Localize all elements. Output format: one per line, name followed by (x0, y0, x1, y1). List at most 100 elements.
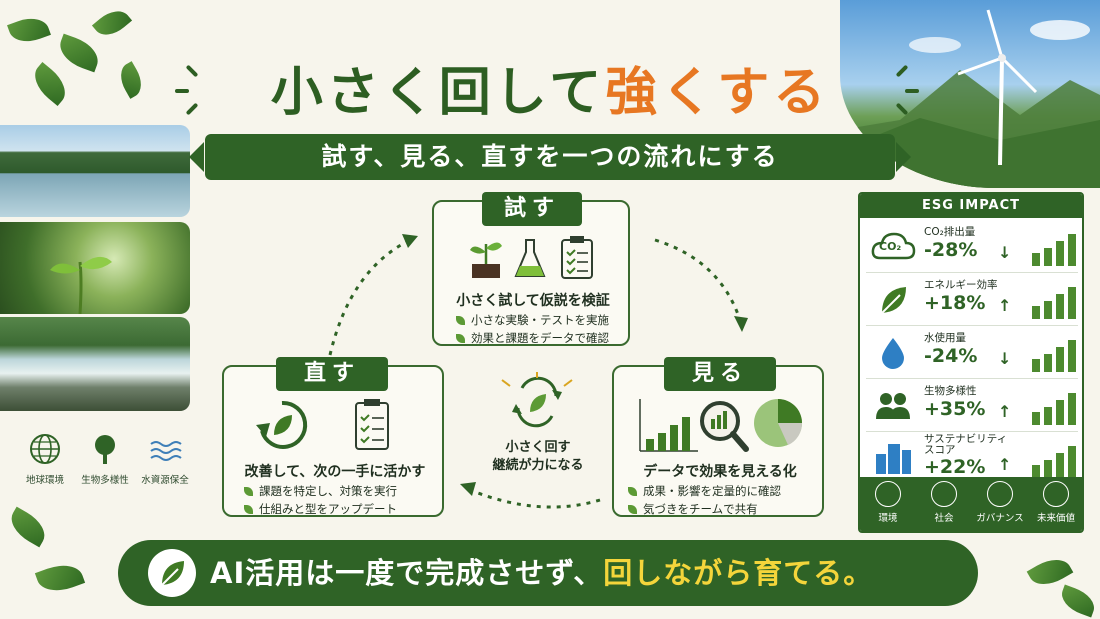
fix-bullet: 仕組みと型をアップデート (244, 501, 397, 517)
flask-icon (514, 239, 546, 277)
arrow-down-icon: ↓ (998, 243, 1012, 262)
trend-bar (1044, 354, 1052, 372)
clipboard-icon (561, 236, 593, 279)
arrow-fix-to-try (328, 238, 411, 356)
banner-message: AI活用は一度で完成させず、回しながら育てる。 (210, 540, 873, 606)
trend-bar (1032, 412, 1040, 425)
esg-metric-value: +35% (924, 398, 986, 420)
trend-bars-icon (1032, 440, 1076, 478)
sprout-pot-icon (470, 242, 502, 278)
trend-bar (1044, 407, 1052, 425)
globe-icon (1043, 481, 1069, 507)
esg-metric-row: 生物多様性+35%↑ (866, 379, 1078, 432)
trend-bar (1056, 241, 1064, 266)
esg-metric-label: エネルギー効率 (924, 279, 998, 291)
leaf-decoration-top-left (91, 3, 133, 43)
esg-footer-environment: 環境 (862, 481, 914, 524)
try-main-text: 小さく試して仮説を検証 (456, 293, 610, 309)
esg-metric-row: 水使用量-24% ↓ (866, 326, 1078, 379)
water-waves-icon (150, 441, 182, 461)
try-bullet: 小さな実験・テストを実施 (456, 312, 609, 328)
leaf-bullet-icon (244, 505, 253, 514)
trend-bar (1044, 301, 1052, 319)
center-line-1: 小さく回す (505, 440, 571, 455)
esg-metric-value: +22% (924, 456, 986, 478)
esg-metric-value: -24% (924, 345, 978, 367)
try-step-box: 試す 小さく試して仮説を検証 小さな実験・テストを実施 効果と課題をデータで確認 (432, 192, 630, 346)
title-orange-part: 強くする (605, 63, 830, 123)
trend-bar (1032, 465, 1040, 478)
city-buildings-icon (870, 440, 916, 480)
esg-footer-governance: ガバナンス (974, 481, 1026, 524)
banner-text-yellow: 回しながら育てる。 (603, 556, 874, 590)
see-step-box: 見る データで効果を見える化 成果・影響を定量的に確認 気づきをチームで共有 (612, 357, 824, 517)
lake-forest-photo (0, 125, 190, 217)
leaf-decoration-bottom-left (34, 558, 86, 598)
trend-bar (1056, 453, 1064, 478)
leaf-bullet-icon (456, 334, 465, 343)
tile-biodiversity: 生物多様性 (76, 428, 134, 498)
trend-bar (1068, 340, 1076, 372)
trend-bar (1032, 306, 1040, 319)
see-bullet: 気づきをチームで共有 (628, 501, 758, 517)
trend-bar (1044, 248, 1052, 266)
leaf-decoration-bottom-left (4, 506, 52, 548)
co2-cloud-icon: CO₂ (870, 228, 916, 268)
esg-footer: 環境 社会 ガバナンス 未来価値 (860, 477, 1082, 531)
trend-bar (1056, 347, 1064, 372)
trend-bar (1044, 460, 1052, 478)
see-bullet: 成果・影響を定量的に確認 (628, 483, 781, 499)
leaf-refresh-icon (256, 400, 308, 449)
institution-icon (987, 481, 1013, 507)
leaf-decoration-top-left (54, 33, 104, 73)
cycle-arrows (328, 234, 748, 509)
leaf-bullet-icon (628, 505, 637, 514)
globe-icon (30, 434, 60, 464)
leaf-bullet-icon (456, 316, 465, 325)
subtitle-ribbon: 試す、見る、直すを一つの流れにする (189, 134, 911, 180)
fix-step-box: 直す 改善して、次の一手に活かす 課題を特定し、対策を実行 仕組みと型をアップデ… (222, 357, 444, 517)
trend-bar (1068, 446, 1076, 478)
trend-bars-icon (1032, 281, 1076, 319)
leaf-decoration-bottom-right (1057, 584, 1099, 618)
esg-footer-society: 社会 (918, 481, 970, 524)
clipboard-checklist-icon (355, 399, 389, 450)
leaf-icon (148, 549, 196, 597)
title-green-part: 小さく回して (270, 63, 606, 123)
co2-icon-text: CO₂ (879, 240, 902, 253)
trend-bar (1068, 234, 1076, 266)
esg-metric-label: サステナビリティ スコア (924, 433, 1008, 456)
improvement-icons (256, 399, 389, 450)
trend-bar (1056, 400, 1064, 425)
leaf-decoration-top-left (114, 61, 148, 99)
page-title: 小さく回して強くする (200, 50, 900, 125)
esg-metric-label: 水使用量 (924, 332, 966, 344)
fix-step-label: 直す (276, 357, 388, 391)
esg-metric-row: エネルギー効率+18%↑ (866, 273, 1078, 326)
bar-chart-icon (639, 399, 698, 452)
tile-label: 地球環境 (25, 475, 64, 486)
fix-main-text: 改善して、次の一手に活かす (244, 464, 426, 480)
arrow-down-icon: ↓ (998, 349, 1012, 368)
esg-header: ESG IMPACT (860, 194, 1082, 218)
try-step-label: 試す (482, 192, 582, 226)
see-step-label: 見る (664, 357, 776, 391)
trend-bar (1032, 359, 1040, 372)
leaf-decoration-top-left (26, 61, 74, 107)
leaf-bullet-icon (244, 487, 253, 496)
tree-icon (95, 435, 115, 464)
see-main-text: データで効果を見える化 (643, 464, 797, 480)
people-icon (870, 387, 916, 427)
banner-text-white: AI活用は一度で完成させず、 (210, 556, 604, 590)
analytics-icons (639, 399, 803, 452)
esg-metric-row: CO₂ CO₂排出量-28% ↓ (866, 220, 1078, 273)
pie-chart-icon (754, 399, 803, 447)
magnifier-icon (700, 401, 749, 452)
esg-metric-label: CO₂排出量 (924, 226, 976, 238)
trend-bar (1032, 253, 1040, 266)
leaf-bullet-icon (628, 487, 637, 496)
trend-bar (1068, 393, 1076, 425)
bottom-banner: AI活用は一度で完成させず、回しながら育てる。 (118, 540, 978, 606)
esg-metric-value: -28% (924, 239, 978, 261)
